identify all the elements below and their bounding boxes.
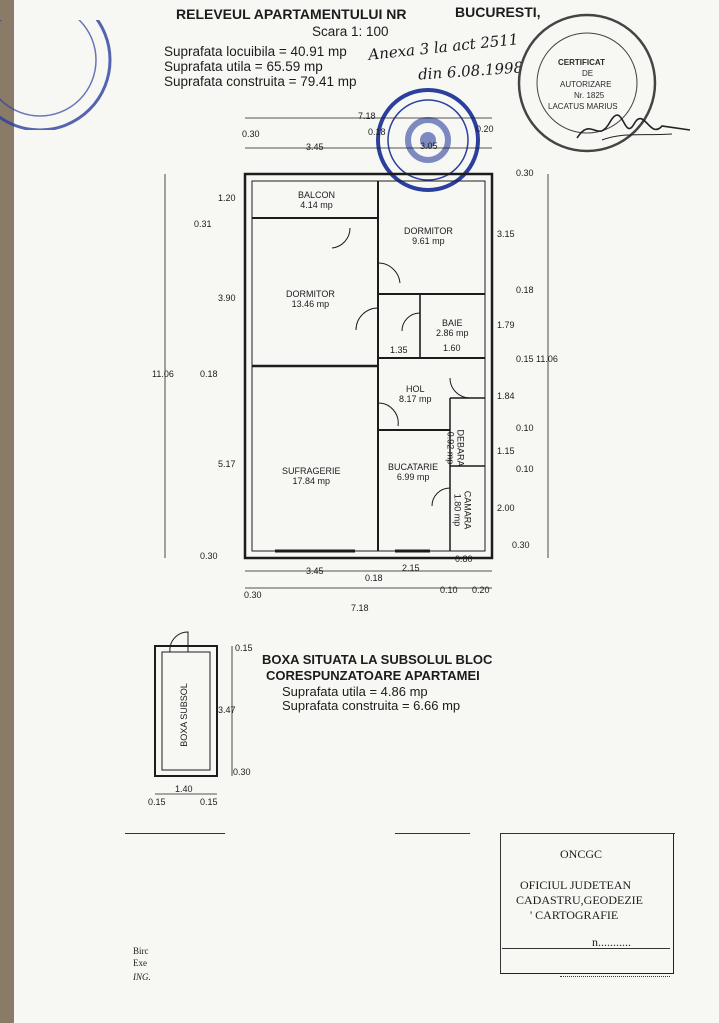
page-title: RELEVEUL APARTAMENTULUI NR (176, 6, 407, 22)
dim-top-4: 3.05 (420, 141, 438, 151)
footer-rule-4 (502, 948, 670, 949)
storage-title-1: BOXA SITUATA LA SUBSOLUL BLOC (262, 652, 493, 667)
cert-line2: DE (582, 69, 594, 78)
dim-right-4: 1.79 (497, 320, 515, 330)
footer-rule-1 (125, 833, 225, 834)
dim-bottom-total: 7.18 (351, 603, 369, 613)
storage-plan (154, 631, 233, 795)
dim-right-6: 1.84 (497, 391, 515, 401)
storage-dim-2: 3.47 (218, 705, 236, 715)
storage-dim-5: 0.15 (148, 797, 166, 807)
dim-left-2: 0.31 (194, 219, 212, 229)
dim-top-2: 3.45 (306, 142, 324, 152)
dim-right-5: 0.15 (516, 354, 534, 364)
page-title-city: BUCURESTI, (455, 4, 541, 20)
dim-bottom-7: 0.20 (472, 585, 490, 595)
dim-bottom-2: 0.18 (365, 573, 383, 583)
office-2: CADASTRU,GEODEZIE (516, 893, 643, 907)
footer-rule-5 (560, 976, 670, 977)
dim-right-7: 0.10 (516, 423, 534, 433)
cert-line5: LACATUS MARIUS (548, 102, 618, 111)
dim-top-3: 0.18 (368, 127, 386, 137)
storage-useful: Suprafata utila = 4.86 mp (282, 684, 428, 699)
certificate-stamp (517, 13, 657, 153)
dim-left-1: 1.20 (218, 193, 236, 203)
dim-right-2: 3.15 (497, 229, 515, 239)
dim-left-total: 11.06 (152, 369, 174, 379)
dim-top-total: 7.18 (358, 111, 376, 121)
dim-right-total: 11.06 (536, 354, 558, 364)
area-utila: Suprafata utila = 65.59 mp (164, 59, 323, 74)
dim-right-9: 0.10 (516, 464, 534, 474)
storage-built: Suprafata construita = 6.66 mp (282, 698, 461, 713)
footer-rule-3 (500, 833, 675, 834)
footer-rule-2 (395, 833, 470, 834)
cert-line4: Nr. 1825 (574, 91, 605, 100)
footer-left-2: Exe (133, 958, 147, 968)
footer-left-1: Birc (133, 946, 149, 956)
dim-bottom-4: 0.80 (455, 554, 473, 564)
dim-bottom-5: 0.30 (244, 590, 262, 600)
dim-right-3: 0.18 (516, 285, 534, 295)
dim-top-1: 0.30 (242, 129, 260, 139)
cert-line3: AUTORIZARE (560, 80, 612, 89)
storage-title-2: CORESPUNZATOARE APARTAMEI (266, 668, 480, 683)
storage-dim-6: 0.15 (200, 797, 218, 807)
dim-left-4: 0.18 (200, 369, 218, 379)
dim-left-3: 3.90 (218, 293, 236, 303)
area-construita: Suprafata construita = 79.41 mp (164, 74, 357, 89)
dim-left-6: 0.30 (200, 551, 218, 561)
dim-bottom-3: 2.15 (402, 563, 420, 573)
dim-top-5: 0.20 (476, 124, 494, 134)
dim-inner-2: 1.60 (443, 343, 461, 353)
office-1: OFICIUL JUDETEAN (520, 878, 632, 892)
scale-label: Scara 1: 100 (312, 24, 389, 39)
storage-dim-3: 0.30 (233, 767, 251, 777)
office-number: n........... (592, 935, 631, 949)
dim-right-11: 0.30 (512, 540, 530, 550)
cert-line1: CERTIFICAT (558, 58, 605, 67)
storage-dim-4: 1.40 (175, 784, 193, 794)
floor-plan (164, 117, 549, 589)
notary-stamp (376, 88, 480, 192)
footer-left-3: ING. (133, 972, 151, 982)
dim-bottom-6: 0.10 (440, 585, 458, 595)
stamp-left (0, 20, 112, 130)
area-locuibila: Suprafata locuibila = 40.91 mp (164, 44, 347, 59)
office-3: ' CARTOGRAFIE (530, 908, 619, 922)
oncgc-label: ONCGC (560, 847, 603, 861)
storage-label: BOXA SUBSOL (178, 683, 189, 747)
paper-sheet (14, 0, 719, 1023)
dim-inner-1: 1.35 (390, 345, 408, 355)
dim-right-10: 2.00 (497, 503, 515, 513)
dim-right-1: 0.30 (516, 168, 534, 178)
oncgc-box (500, 833, 674, 974)
dim-left-5: 5.17 (218, 459, 236, 469)
storage-dim-1: 0.15 (235, 643, 253, 653)
dim-right-8: 1.15 (497, 446, 515, 456)
signature-scribble (576, 114, 691, 141)
dim-bottom-1: 3.45 (306, 566, 324, 576)
